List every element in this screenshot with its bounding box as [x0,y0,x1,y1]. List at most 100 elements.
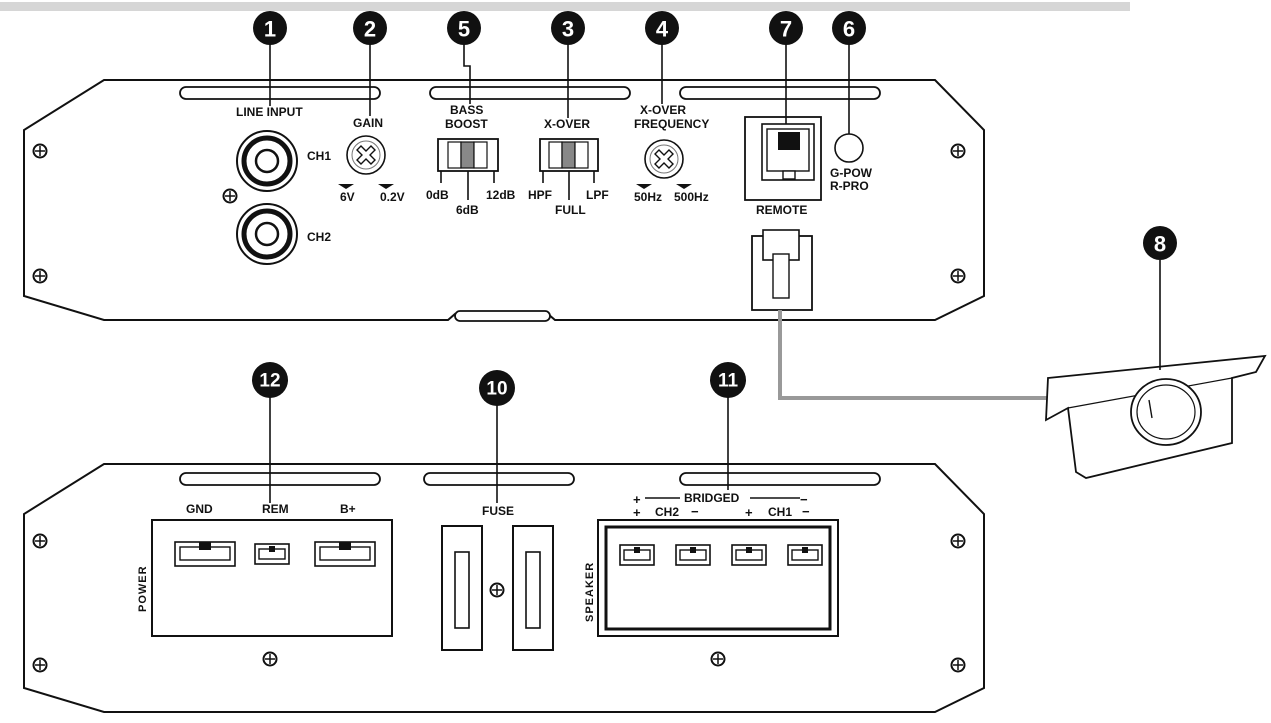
gnd-terminal[interactable] [174,541,236,567]
fuse-label: FUSE [482,504,514,518]
callout-5: 5 [447,11,481,45]
screw-icon [32,657,48,673]
bass-0db-label: 0dB [426,188,449,202]
gnd-label: GND [186,502,213,516]
screw-icon [222,188,238,204]
callout-leaders [269,44,1161,503]
callout-4-number: 4 [656,17,669,42]
gain-min-arrow-icon [338,184,354,189]
callout-5-number: 5 [458,17,470,42]
bass-boost-label-1: BASS [450,103,483,117]
callout-12: 12 [252,362,288,398]
remote-plug[interactable] [751,229,813,311]
gain-label: GAIN [353,116,383,130]
ch2-label: CH2 [307,230,331,244]
screw-icon [489,582,505,598]
bass-boost-label-2: BOOST [445,117,488,131]
screw-icon [950,268,966,284]
speaker-ch1-label: CH1 [768,505,792,519]
callout-8-number: 8 [1154,232,1166,257]
ch1-minus-label: − [802,504,810,519]
callout-10: 10 [479,370,515,406]
b-plus-label: B+ [340,502,356,516]
gain-min-label: 6V [340,190,355,204]
remote-port[interactable] [744,116,822,201]
remote-label: REMOTE [756,203,807,217]
xover-frequency-label-2: FREQUENCY [634,117,709,131]
screw-icon [950,657,966,673]
remote-cable [778,310,1048,400]
callout-12-number: 12 [259,371,280,392]
gain-max-label: 0.2V [380,190,405,204]
ch1-plus-label: + [745,505,753,520]
callout-6-number: 6 [843,17,855,42]
top-rule [0,2,1130,11]
gain-knob-icon[interactable] [346,135,386,175]
xover-frequency-label-1: X-OVER [640,103,686,117]
callout-3-number: 3 [562,17,574,42]
line-input-label: LINE INPUT [236,105,303,119]
screw-icon [32,268,48,284]
callout-3: 3 [551,11,585,45]
xfreq-min-arrow-icon [636,184,652,189]
speaker-ch2-plus-terminal[interactable] [619,544,655,566]
power-label: POWER [137,565,149,612]
screw-icon [32,533,48,549]
b-plus-terminal[interactable] [314,541,376,567]
speaker-label: SPEAKER [584,562,596,622]
fuse-right[interactable] [512,525,554,651]
xover-lpf-label: LPF [586,188,609,202]
callout-10-number: 10 [486,379,507,400]
bridged-label: BRIDGED [684,491,740,505]
xover-frequency-knob-icon[interactable] [644,139,684,179]
bottom-panel: GND REM B+ POWER FUSE + + BRID [23,463,985,713]
callout-6: 6 [832,11,866,45]
callout-11-number: 11 [718,371,739,392]
xover-hpf-label: HPF [528,188,552,202]
bass-6db-label: 6dB [456,203,479,217]
speaker-ch2-minus-terminal[interactable] [675,544,711,566]
power-terminal-block [151,519,393,637]
rca-jack-ch2[interactable] [236,203,298,265]
xover-full-label: FULL [555,203,586,217]
callout-4: 4 [645,11,679,45]
speaker-ch2-label: CH2 [655,505,679,519]
bridged-minus-top: − [800,492,808,507]
bass-remote-controller[interactable] [1045,354,1267,479]
ch1-label: CH1 [307,149,331,163]
speaker-terminal-block [597,519,839,637]
screw-icon [710,651,726,667]
callout-2: 2 [353,11,387,45]
g-pow-label-1: G-POW [830,166,873,180]
callout-11: 11 [710,362,746,398]
fuse-left[interactable] [441,525,483,651]
xover-label: X-OVER [544,117,590,131]
xfreq-max-arrow-icon [676,184,692,189]
callout-1: 1 [253,11,287,45]
callout-2-number: 2 [364,17,376,42]
g-pow-led-icon [834,133,864,163]
screw-icon [950,143,966,159]
screw-icon [32,143,48,159]
callout-1-number: 1 [264,17,276,42]
xfreq-min-label: 50Hz [634,190,662,204]
callout-7: 7 [769,11,803,45]
ch2-plus-label: + [633,505,641,520]
xfreq-max-label: 500Hz [674,190,709,204]
rem-label: REM [262,502,289,516]
speaker-ch1-plus-terminal[interactable] [731,544,767,566]
top-panel: LINE INPUT CH1 CH2 GAIN 6V 0.2V BASS BOO… [23,79,985,322]
ch2-minus-label: − [691,504,699,519]
bridged-plus-top: + [633,492,641,507]
bass-boost-switch[interactable] [437,138,499,172]
rem-terminal[interactable] [254,543,290,565]
bass-12db-label: 12dB [486,188,516,202]
xover-switch[interactable] [539,138,599,172]
screw-icon [262,651,278,667]
callout-8: 8 [1143,226,1177,260]
rca-jack-ch1[interactable] [236,130,298,192]
g-pow-label-2: R-PRO [830,179,869,193]
speaker-ch1-minus-terminal[interactable] [787,544,823,566]
